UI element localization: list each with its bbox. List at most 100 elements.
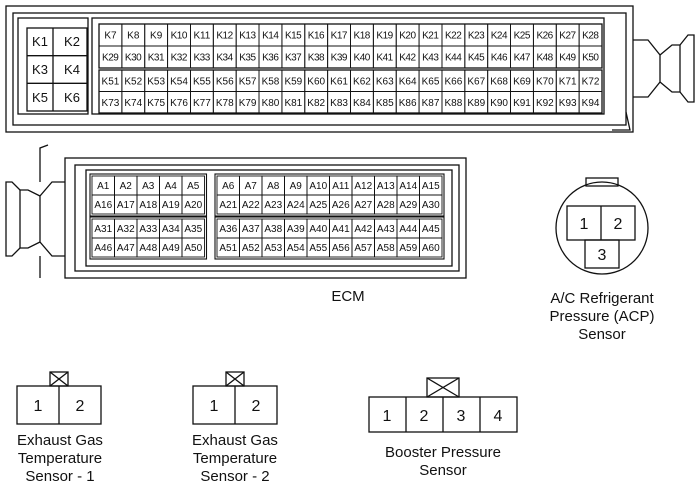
- pin-a42: A42: [354, 224, 372, 235]
- booster-sensor-connector: [368, 377, 518, 433]
- a-pin-cell: [181, 237, 205, 258]
- pin-a60: A60: [422, 243, 440, 254]
- pin-k30: K30: [125, 53, 142, 64]
- pin-k72: K72: [582, 77, 600, 88]
- pin-k61: K61: [330, 77, 348, 88]
- pin-k19: K19: [376, 31, 393, 42]
- pin-a38: A38: [264, 224, 282, 235]
- egt-sensor-2-label: Exhaust Gas Temperature Sensor - 2: [192, 432, 278, 485]
- pin-a52: A52: [242, 243, 260, 254]
- acp-pin-1: 1: [580, 216, 589, 233]
- pin-k37: K37: [285, 53, 302, 64]
- pin-a13: A13: [377, 181, 395, 192]
- egt2-pin-2: 2: [252, 398, 261, 415]
- pin-a11: A11: [332, 181, 349, 192]
- pin-a31: A31: [94, 224, 112, 235]
- pin-k89: K89: [467, 98, 485, 109]
- pin-a25: A25: [309, 200, 327, 211]
- pin-k94: K94: [582, 98, 600, 109]
- pin-a1: A1: [97, 181, 110, 192]
- pin-k52: K52: [124, 77, 142, 88]
- pin-k38: K38: [308, 53, 325, 64]
- pin-k51: K51: [102, 77, 120, 88]
- pin-k66: K66: [444, 77, 462, 88]
- pin-a5: A5: [187, 181, 200, 192]
- egt-sensor-2-connector: [192, 371, 278, 425]
- pin-a24: A24: [287, 200, 305, 211]
- pin-k13: K13: [239, 31, 256, 42]
- pin-a15: A15: [422, 181, 440, 192]
- ecm-label: ECM: [331, 288, 365, 305]
- pin-k46: K46: [491, 53, 508, 64]
- pin-k47: K47: [514, 53, 531, 64]
- pin-a9: A9: [290, 181, 303, 192]
- pin-a22: A22: [242, 200, 260, 211]
- pin-k77: K77: [193, 98, 211, 109]
- pin-a29: A29: [399, 200, 417, 211]
- pin-k86: K86: [399, 98, 417, 109]
- acp-pin-3: 3: [598, 247, 607, 264]
- pin-k41: K41: [376, 53, 393, 64]
- a-pin-cell: [419, 237, 443, 258]
- pin-k83: K83: [330, 98, 348, 109]
- pin-k56: K56: [216, 77, 234, 88]
- pin-k53: K53: [147, 77, 165, 88]
- pin-a8: A8: [267, 181, 280, 192]
- pin-k87: K87: [422, 98, 440, 109]
- pin-k43: K43: [422, 53, 439, 64]
- pin-a55: A55: [309, 243, 327, 254]
- pin-k48: K48: [536, 53, 553, 64]
- a-connector: [5, 144, 467, 279]
- pin-a44: A44: [399, 224, 417, 235]
- pin-k59: K59: [284, 77, 302, 88]
- k-pin-cell: [578, 45, 603, 69]
- pin-k74: K74: [124, 98, 142, 109]
- pin-k65: K65: [422, 77, 440, 88]
- pin-k79: K79: [239, 98, 257, 109]
- acp-pin-2: 2: [614, 216, 623, 233]
- pin-k42: K42: [399, 53, 416, 64]
- egt-sensor-1-connector: [16, 371, 102, 425]
- pin-k36: K36: [262, 53, 279, 64]
- pin-k49: K49: [559, 53, 576, 64]
- egt1-pin-2: 2: [76, 398, 85, 415]
- pin-k54: K54: [170, 77, 188, 88]
- pin-k22: K22: [445, 31, 462, 42]
- pin-k25: K25: [514, 31, 531, 42]
- pin-a54: A54: [287, 243, 305, 254]
- pin-k64: K64: [399, 77, 417, 88]
- pin-k15: K15: [285, 31, 302, 42]
- pin-k88: K88: [444, 98, 462, 109]
- pin-a56: A56: [332, 243, 350, 254]
- pin-k57: K57: [239, 77, 257, 88]
- pin-a30: A30: [422, 200, 440, 211]
- pin-k76: K76: [170, 98, 188, 109]
- pin-a51: A51: [219, 243, 237, 254]
- pin-k90: K90: [490, 98, 508, 109]
- pin-k67: K67: [467, 77, 485, 88]
- k-pin-cell: [578, 91, 603, 114]
- pin-a41: A41: [332, 224, 350, 235]
- pin-a18: A18: [139, 200, 157, 211]
- pin-a53: A53: [264, 243, 282, 254]
- pin-k3: K3: [32, 62, 48, 77]
- acp-sensor-connector: [555, 177, 649, 275]
- booster-pin-3: 3: [457, 408, 466, 425]
- pin-k34: K34: [216, 53, 233, 64]
- pin-k10: K10: [171, 31, 188, 42]
- pin-k91: K91: [513, 98, 531, 109]
- pin-a47: A47: [117, 243, 135, 254]
- pin-k9: K9: [150, 31, 163, 42]
- pin-k2: K2: [64, 34, 80, 49]
- pin-k17: K17: [331, 31, 348, 42]
- pin-k93: K93: [559, 98, 577, 109]
- a-pin-block-frame: [214, 216, 445, 260]
- pin-a2: A2: [120, 181, 133, 192]
- pin-k16: K16: [308, 31, 325, 42]
- egt-sensor-1-label: Exhaust Gas Temperature Sensor - 1: [17, 432, 103, 485]
- pin-k11: K11: [193, 31, 210, 42]
- pin-k45: K45: [468, 53, 485, 64]
- pin-k12: K12: [216, 31, 233, 42]
- pin-a37: A37: [242, 224, 260, 235]
- pin-k20: K20: [399, 31, 416, 42]
